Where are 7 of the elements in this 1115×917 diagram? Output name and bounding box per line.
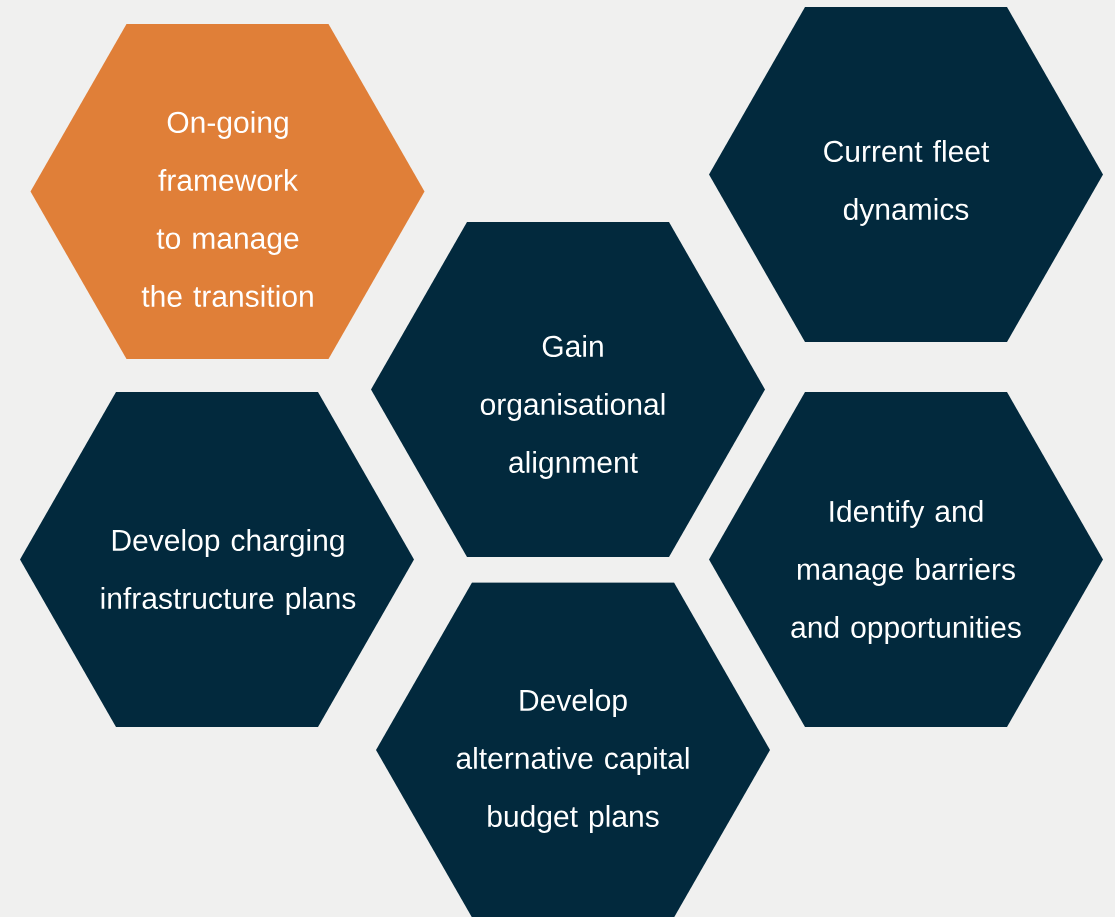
hexagon: Develop alternative capital budget plans xyxy=(376,582,770,917)
hexagon: Identify and manage barriers and opportunities xyxy=(709,392,1103,727)
hexagon: Current fleet dynamics xyxy=(709,7,1103,342)
hexagon: Gain organisational alignment xyxy=(371,222,765,557)
hexagon: Develop charging infrastructure plans xyxy=(20,392,414,727)
node-label: Identify and manage barriers and opportunities xyxy=(791,500,1021,644)
hexagon: On-going framework to manage the transition xyxy=(30,24,425,359)
